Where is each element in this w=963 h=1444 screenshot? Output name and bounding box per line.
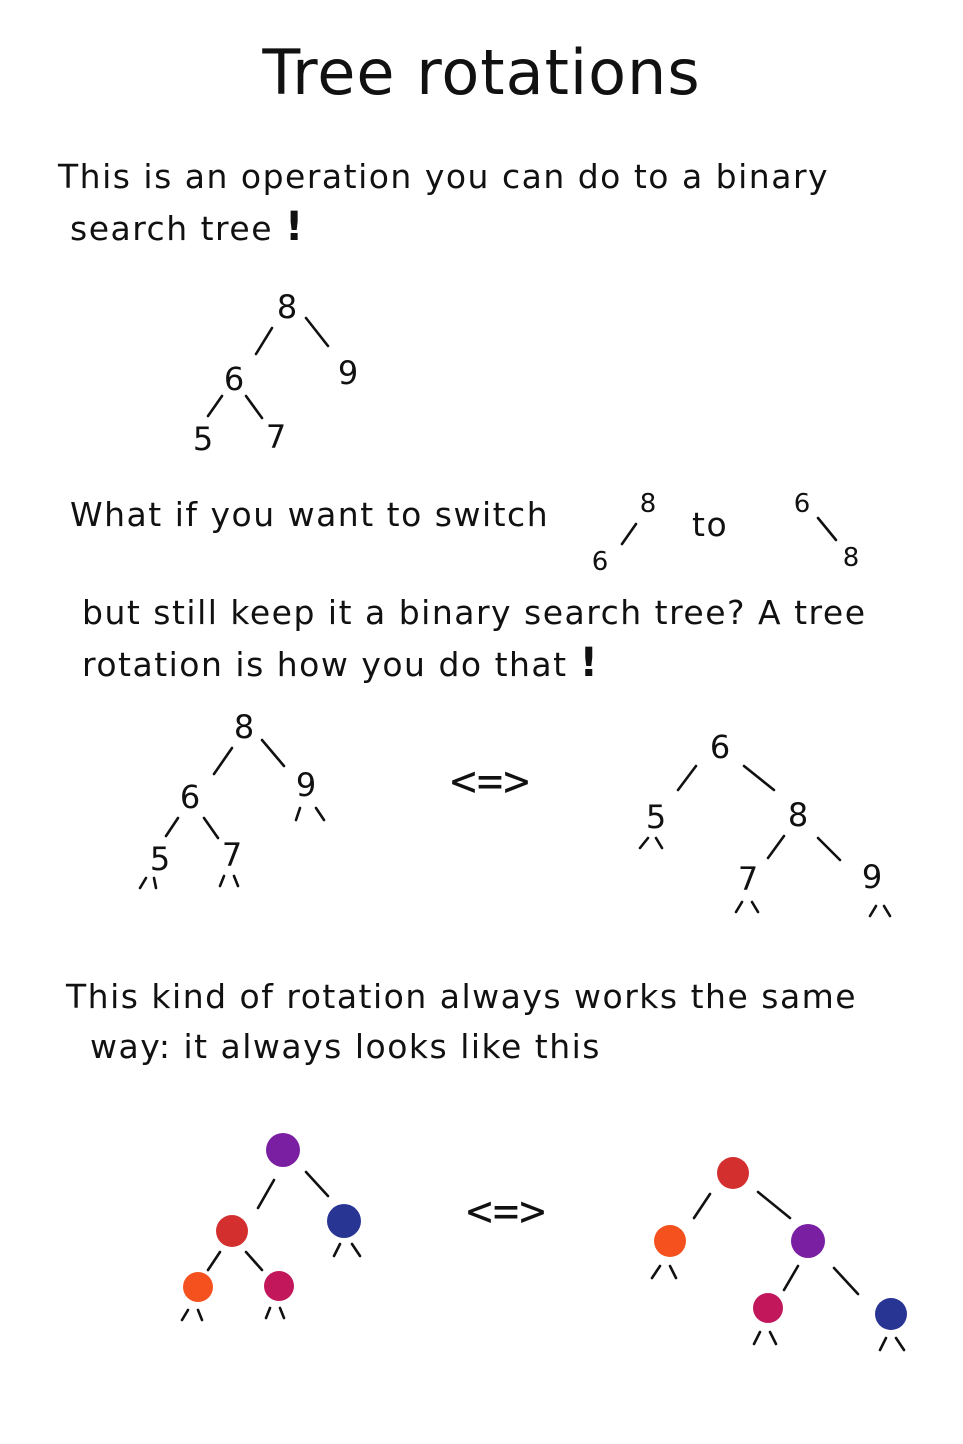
edge bbox=[832, 1266, 860, 1296]
before-root: 8 bbox=[234, 708, 254, 746]
tree1-right: 9 bbox=[338, 354, 358, 392]
edge bbox=[742, 764, 776, 792]
after-root: 6 bbox=[710, 728, 730, 766]
node-blue bbox=[327, 1204, 361, 1238]
node-blue bbox=[875, 1298, 907, 1330]
edge bbox=[816, 836, 842, 862]
colored-tree-after bbox=[650, 1157, 907, 1352]
edge bbox=[756, 1190, 792, 1220]
leaf-stub bbox=[278, 1306, 286, 1320]
leaf-stub bbox=[750, 900, 760, 914]
edge bbox=[212, 746, 234, 776]
after-right-left: 7 bbox=[738, 860, 758, 898]
leaf-stub bbox=[638, 836, 650, 850]
intro-line-2-text: search tree bbox=[70, 209, 273, 248]
question-line-3: rotation is how you do that ! bbox=[82, 638, 599, 690]
edge bbox=[244, 394, 264, 420]
intro-line-2: search tree ! bbox=[70, 202, 305, 254]
switch-from: 8 6 bbox=[592, 489, 657, 577]
edge bbox=[782, 1264, 800, 1292]
node-purple bbox=[791, 1224, 825, 1258]
leaf-stub bbox=[152, 876, 158, 890]
leaf-stub bbox=[894, 1336, 906, 1352]
closing-line-2: way: it always looks like this bbox=[90, 1027, 601, 1066]
leaf-stub bbox=[882, 904, 892, 918]
before-left: 6 bbox=[180, 778, 200, 816]
edge bbox=[304, 1170, 330, 1198]
colored-tree-before bbox=[180, 1133, 362, 1322]
intro-line-1: This is an operation you can do to a bin… bbox=[58, 157, 830, 196]
node-orange bbox=[654, 1225, 686, 1257]
leaf-stub bbox=[294, 806, 302, 822]
node-pink bbox=[753, 1293, 783, 1323]
node-red bbox=[216, 1215, 248, 1247]
after-left: 5 bbox=[646, 798, 666, 836]
leaf-stub bbox=[668, 1264, 678, 1280]
before-left-left: 5 bbox=[150, 840, 170, 878]
tree-example: 8 6 9 5 7 bbox=[193, 288, 358, 458]
question-line-2: but still keep it a binary search tree? … bbox=[82, 593, 867, 632]
after-right-right: 9 bbox=[862, 858, 882, 896]
leaf-stub bbox=[264, 1306, 272, 1320]
edge bbox=[816, 516, 838, 542]
edge bbox=[304, 316, 330, 348]
tree-before-rotation: 8 6 9 5 7 bbox=[138, 708, 326, 890]
to-child: 8 bbox=[843, 543, 860, 573]
before-left-right: 7 bbox=[222, 836, 242, 874]
leaf-stub bbox=[218, 874, 226, 888]
exclamation-mark: ! bbox=[285, 204, 305, 250]
edge bbox=[676, 764, 698, 792]
question-to-word: to bbox=[692, 505, 729, 544]
leaf-stub bbox=[314, 806, 326, 822]
leaf-stub bbox=[350, 1242, 362, 1258]
from-child: 6 bbox=[592, 547, 609, 577]
leaf-stub bbox=[768, 1330, 778, 1346]
leaf-stub bbox=[196, 1308, 204, 1322]
leaf-stub bbox=[180, 1308, 190, 1322]
page-title: Tree rotations bbox=[262, 36, 701, 109]
after-right: 8 bbox=[788, 796, 808, 834]
before-right: 9 bbox=[296, 766, 316, 804]
equivalence-arrow-2: <=> bbox=[466, 1186, 545, 1237]
switch-to: 6 8 bbox=[794, 489, 860, 573]
tree-after-rotation: 6 5 8 7 9 bbox=[638, 728, 892, 918]
edge bbox=[202, 816, 220, 840]
edge bbox=[766, 834, 786, 860]
leaf-stub bbox=[734, 900, 744, 914]
edge bbox=[256, 1178, 276, 1210]
tree1-left-right: 7 bbox=[266, 418, 286, 456]
leaf-stub bbox=[878, 1336, 888, 1352]
closing-line-1: This kind of rotation always works the s… bbox=[66, 977, 858, 1016]
leaf-stub bbox=[868, 904, 878, 918]
edge bbox=[244, 1250, 264, 1272]
tree1-root: 8 bbox=[277, 288, 297, 326]
edge bbox=[254, 326, 274, 356]
edge bbox=[206, 1250, 222, 1272]
from-parent: 8 bbox=[640, 489, 657, 519]
node-red bbox=[717, 1157, 749, 1189]
leaf-stub bbox=[232, 874, 240, 888]
exclamation-mark-2: ! bbox=[579, 640, 600, 686]
edge bbox=[164, 816, 180, 838]
node-purple bbox=[266, 1133, 300, 1167]
edge bbox=[260, 738, 286, 768]
leaf-stub bbox=[138, 876, 148, 890]
edge bbox=[206, 394, 224, 418]
leaf-stub bbox=[752, 1330, 762, 1346]
question-line-3-text: rotation is how you do that bbox=[82, 645, 568, 684]
tree1-left-left: 5 bbox=[193, 420, 213, 458]
equivalence-arrow: <=> bbox=[450, 756, 529, 807]
to-parent: 6 bbox=[794, 489, 811, 519]
node-pink bbox=[264, 1271, 294, 1301]
tree1-left: 6 bbox=[224, 360, 244, 398]
leaf-stub bbox=[654, 836, 664, 850]
edge bbox=[620, 522, 638, 546]
leaf-stub bbox=[650, 1264, 662, 1280]
leaf-stub bbox=[332, 1242, 342, 1258]
node-orange bbox=[183, 1272, 213, 1302]
question-line-1: What if you want to switch bbox=[70, 495, 550, 534]
edge bbox=[692, 1192, 712, 1220]
